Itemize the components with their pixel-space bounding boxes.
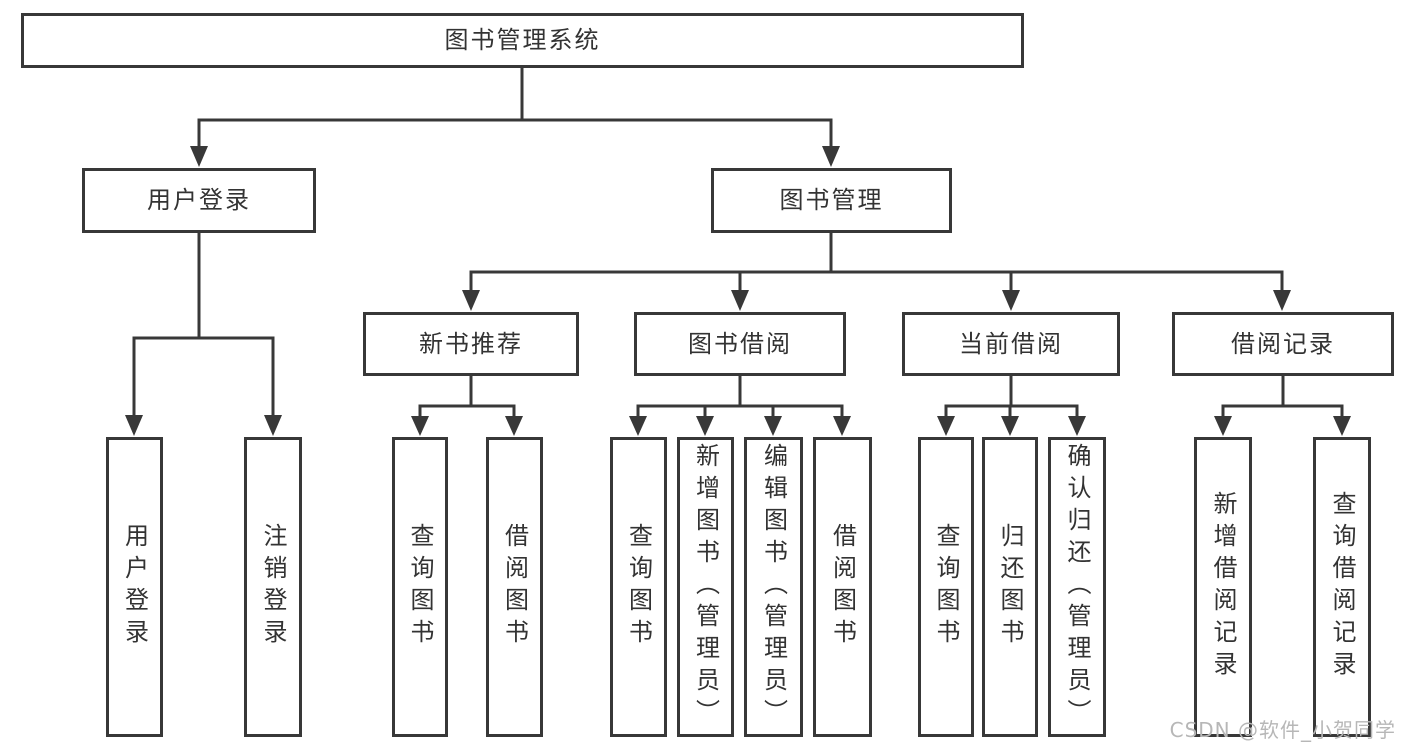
node-bb-query-books-label: 查询图书 [624,523,653,651]
csdn-watermark: CSDN @软件_小贺同学 [1169,718,1396,742]
node-user-login-label: 用户登录 [147,186,251,215]
node-new-book-recommendation: 新书推荐 [363,312,579,376]
node-library-system: 图书管理系统 [21,13,1024,68]
node-book-borrowing-label: 图书借阅 [688,329,792,358]
node-nbr-borrow-books-label: 借阅图书 [500,523,529,651]
node-current-borrowing: 当前借阅 [902,312,1120,376]
node-book-management-label: 图书管理 [779,186,884,215]
node-cb-confirm-return-admin-label: 确认归还（管理员） [1063,443,1091,731]
node-bb-query-books: 查询图书 [610,437,667,737]
node-cb-return-books: 归还图书 [982,437,1038,737]
node-br-query-record-label: 查询借阅记录 [1328,491,1356,683]
node-borrowing-records: 借阅记录 [1172,312,1394,376]
node-bb-add-books-admin: 新增图书（管理员） [677,437,734,737]
node-br-add-record-label: 新增借阅记录 [1209,491,1237,683]
node-br-query-record: 查询借阅记录 [1313,437,1371,737]
node-bb-borrow-books: 借阅图书 [813,437,872,737]
node-library-system-label: 图书管理系统 [444,26,601,55]
node-br-add-record: 新增借阅记录 [1194,437,1252,737]
node-bb-add-books-admin-label: 新增图书（管理员） [691,443,720,731]
node-nbr-borrow-books: 借阅图书 [486,437,543,737]
node-logout-label: 注销登录 [259,523,287,651]
node-bb-borrow-books-label: 借阅图书 [828,523,857,651]
node-bb-edit-books-admin: 编辑图书（管理员） [744,437,803,737]
node-cb-confirm-return-admin: 确认归还（管理员） [1048,437,1106,737]
node-borrowing-records-label: 借阅记录 [1231,329,1335,358]
node-cb-query-books: 查询图书 [918,437,974,737]
node-book-borrowing: 图书借阅 [634,312,846,376]
node-current-borrowing-label: 当前借阅 [959,329,1063,358]
node-nbr-query-books: 查询图书 [392,437,448,737]
node-user-login-action: 用户登录 [106,437,163,737]
node-logout: 注销登录 [244,437,302,737]
node-bb-edit-books-admin-label: 编辑图书（管理员） [759,443,788,731]
node-cb-return-books-label: 归还图书 [996,523,1024,651]
node-nbr-query-books-label: 查询图书 [406,523,434,651]
node-new-book-recommendation-label: 新书推荐 [419,329,523,358]
node-user-login: 用户登录 [82,168,316,233]
node-book-management: 图书管理 [711,168,952,233]
node-cb-query-books-label: 查询图书 [932,523,960,651]
node-user-login-action-label: 用户登录 [120,523,149,651]
